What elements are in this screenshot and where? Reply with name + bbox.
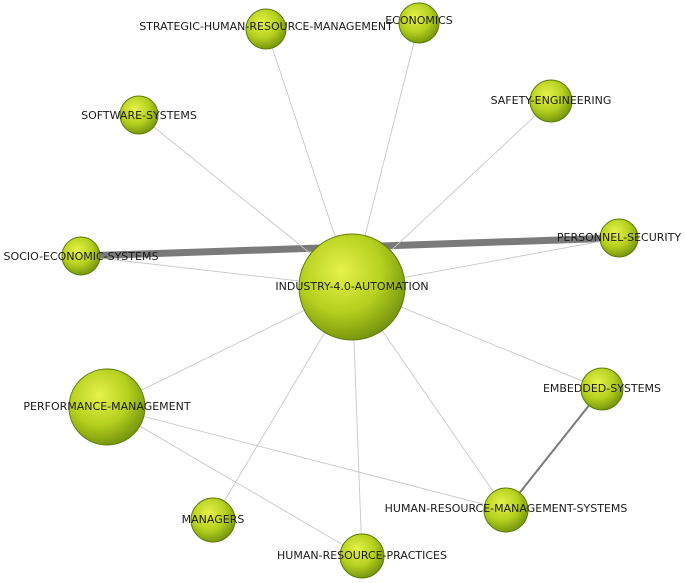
- node-hrms[interactable]: [483, 487, 529, 533]
- node-label-hrms: HUMAN-RESOURCE-MANAGEMENT-SYSTEMS: [385, 502, 628, 515]
- node-performance[interactable]: [68, 368, 146, 446]
- node-software[interactable]: [119, 95, 159, 135]
- node-label-safety: SAFETY-ENGINEERING: [491, 94, 612, 107]
- node-label-economics: ECONOMICS: [385, 14, 453, 27]
- node-label-software: SOFTWARE-SYSTEMS: [81, 109, 197, 122]
- node-hrp[interactable]: [339, 533, 385, 579]
- node-label-strategic: STRATEGIC-HUMAN-RESOURCE-MANAGEMENT: [139, 20, 393, 33]
- node-label-industry: INDUSTRY-4.0-AUTOMATION: [275, 280, 428, 293]
- edge-performance-hrms: [106, 406, 507, 511]
- nodes-layer: [61, 2, 639, 579]
- node-economics[interactable]: [398, 2, 440, 44]
- node-personnel[interactable]: [599, 218, 639, 258]
- node-safety[interactable]: [529, 79, 573, 123]
- node-label-performance: PERFORMANCE-MANAGEMENT: [23, 400, 190, 413]
- node-strategic[interactable]: [245, 8, 287, 50]
- node-socio[interactable]: [61, 236, 101, 276]
- node-managers[interactable]: [190, 497, 236, 543]
- node-label-embedded: EMBEDDED-SYSTEMS: [543, 382, 661, 395]
- node-label-hrp: HUMAN-RESOURCE-PRACTICES: [277, 549, 447, 562]
- edge-performance-hrp: [106, 406, 363, 557]
- node-label-managers: MANAGERS: [182, 513, 245, 526]
- node-embedded[interactable]: [580, 367, 624, 411]
- edge-embedded-hrms: [505, 388, 603, 511]
- node-industry[interactable]: [298, 233, 406, 341]
- labels-layer: INDUSTRY-4.0-AUTOMATION STRATEGIC-HUMAN-R…: [4, 14, 682, 562]
- node-label-personnel: PERSONNEL-SECURITY: [557, 231, 681, 244]
- node-label-socio: SOCIO-ECONOMIC-SYSTEMS: [4, 250, 159, 263]
